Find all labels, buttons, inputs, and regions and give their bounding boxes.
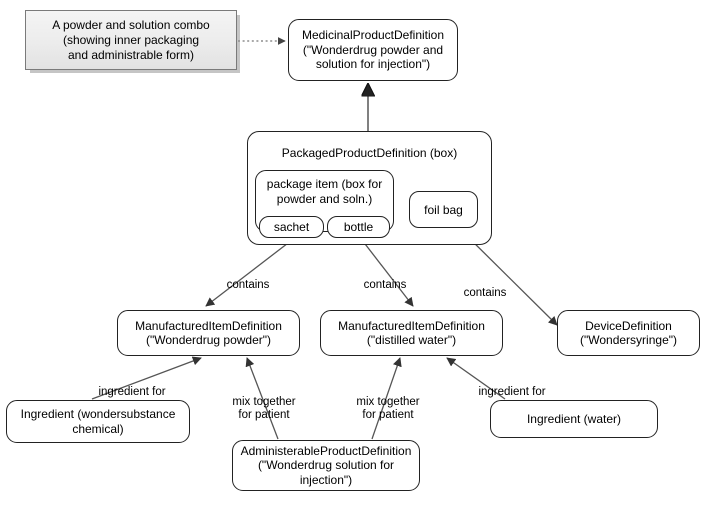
node-ingredient-water-label: Ingredient (water) xyxy=(526,411,622,426)
node-ingredient-wondersubstance-label: Ingredient (wondersubstance chemical) xyxy=(20,407,176,436)
node-foil-bag-label: foil bag xyxy=(424,202,463,217)
node-medicinal-product-definition[interactable]: MedicinalProductDefinition ("Wonderdrug … xyxy=(288,19,458,81)
edge-label-contains-sachet-text: contains xyxy=(226,278,270,291)
node-manufactured-item-powder[interactable]: ManufacturedItemDefinition ("Wonderdrug … xyxy=(117,310,300,356)
node-package-item-label: package item (box for powder and soln.) xyxy=(266,177,383,206)
node-package-item[interactable]: package item (box for powder and soln.) xyxy=(255,170,394,232)
node-device-definition-label: DeviceDefinition ("Wondersyringe") xyxy=(580,318,677,348)
edge-label-contains-foil-bag-text: contains xyxy=(463,286,507,299)
edge-label-mix-together-powder-text: mix together for patient xyxy=(232,395,296,422)
edge-label-ingredient-for-water-text: ingredient for xyxy=(478,385,546,398)
edge-label-ingredient-for-water: ingredient for xyxy=(452,372,572,399)
node-ingredient-wondersubstance[interactable]: Ingredient (wondersubstance chemical) xyxy=(6,400,190,443)
note-text: A powder and solution combo (showing inn… xyxy=(52,17,210,62)
edge-label-contains-bottle-text: contains xyxy=(363,278,407,291)
node-medicinal-product-definition-label: MedicinalProductDefinition ("Wonderdrug … xyxy=(301,28,445,72)
note-powder-solution-combo: A powder and solution combo (showing inn… xyxy=(25,10,237,70)
node-administerable-product-definition-label: AdministerableProductDefinition ("Wonder… xyxy=(240,443,412,487)
node-foil-bag[interactable]: foil bag xyxy=(409,191,478,228)
edge-label-ingredient-for-substance-text: ingredient for xyxy=(98,385,166,398)
node-manufactured-item-powder-label: ManufacturedItemDefinition ("Wonderdrug … xyxy=(135,318,282,348)
node-manufactured-item-water[interactable]: ManufacturedItemDefinition ("distilled w… xyxy=(320,310,503,356)
edge-label-mix-together-water: mix together for patient xyxy=(338,382,438,423)
edge-label-ingredient-for-substance: ingredient for xyxy=(72,372,192,399)
edge-label-mix-together-powder: mix together for patient xyxy=(214,382,314,423)
node-administerable-product-definition[interactable]: AdministerableProductDefinition ("Wonder… xyxy=(232,440,420,491)
node-device-definition[interactable]: DeviceDefinition ("Wondersyringe") xyxy=(557,310,700,356)
node-sachet[interactable]: sachet xyxy=(259,216,324,238)
edge-label-mix-together-water-text: mix together for patient xyxy=(356,395,420,422)
node-ingredient-water[interactable]: Ingredient (water) xyxy=(490,400,658,438)
node-bottle[interactable]: bottle xyxy=(327,216,390,238)
edge-label-contains-sachet: contains xyxy=(208,265,288,292)
edge-label-contains-bottle: contains xyxy=(345,265,425,292)
node-packaged-product-definition-label: PackagedProductDefinition (box) xyxy=(281,146,458,160)
node-bottle-label: bottle xyxy=(343,220,374,234)
node-manufactured-item-water-label: ManufacturedItemDefinition ("distilled w… xyxy=(338,318,485,348)
edge-label-contains-foil-bag: contains xyxy=(445,273,525,300)
node-sachet-label: sachet xyxy=(273,220,310,234)
